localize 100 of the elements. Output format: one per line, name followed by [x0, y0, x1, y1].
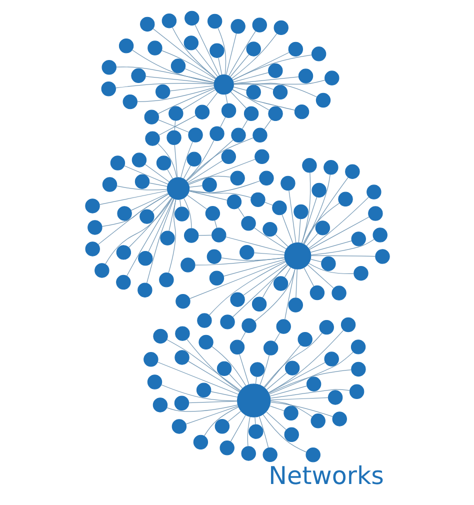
node-circle	[152, 328, 168, 344]
node-circle	[239, 244, 254, 260]
node-circle	[323, 160, 338, 175]
node-circle	[318, 320, 334, 335]
connector	[131, 50, 214, 84]
connector	[268, 369, 352, 394]
node-circle	[122, 94, 137, 110]
node-circle	[320, 256, 336, 272]
connector	[188, 190, 251, 198]
connector	[269, 386, 307, 396]
connector	[101, 194, 168, 227]
node-circle	[243, 106, 258, 121]
node-circle	[250, 192, 265, 208]
connector	[284, 268, 295, 320]
connector	[269, 389, 350, 398]
node-circle	[180, 258, 195, 272]
node-circle	[251, 296, 266, 312]
node-circle	[283, 406, 298, 420]
node-circle	[174, 326, 190, 341]
node-circle	[184, 10, 199, 26]
node-circle	[293, 204, 308, 220]
connector	[281, 214, 293, 244]
connector	[168, 199, 176, 274]
connector	[264, 344, 300, 388]
connector	[218, 57, 222, 76]
node-circle	[102, 177, 117, 192]
node-circle	[310, 414, 325, 428]
connector	[116, 186, 168, 190]
node-circle	[183, 36, 198, 50]
node-circle	[116, 245, 131, 260]
node-circle	[284, 427, 298, 442]
connector	[186, 338, 240, 392]
node-circle	[324, 70, 339, 86]
connector	[259, 354, 270, 386]
node-circle	[188, 128, 202, 142]
connector	[232, 83, 274, 90]
node-circle	[174, 350, 189, 365]
connector	[172, 27, 216, 79]
node-circle	[350, 362, 366, 377]
node-circle	[297, 332, 312, 347]
connector	[157, 119, 189, 133]
connector	[232, 72, 268, 82]
connector	[310, 238, 374, 256]
node-circle	[206, 249, 222, 264]
node-circle	[311, 182, 326, 198]
connector	[254, 416, 256, 425]
connector	[258, 416, 268, 448]
node-circle	[160, 230, 174, 246]
node-circle	[276, 319, 290, 334]
connector	[174, 120, 176, 131]
node-circle	[294, 104, 309, 120]
node-circle	[249, 362, 264, 377]
node-circle	[324, 352, 338, 366]
connector	[253, 252, 284, 256]
node-circle	[305, 448, 320, 462]
connector	[303, 267, 314, 287]
connector	[194, 257, 284, 266]
node-circle	[168, 106, 183, 121]
node-circle	[130, 68, 146, 84]
node-circle	[220, 103, 236, 118]
connector	[310, 255, 376, 257]
connector	[302, 202, 340, 244]
node-circle	[220, 314, 234, 330]
node-circle	[344, 164, 360, 179]
node-circle	[84, 242, 100, 256]
diagram-title: Networks	[268, 461, 384, 490]
node-circle	[272, 200, 286, 216]
node-circle	[288, 42, 303, 57]
node-circle	[254, 149, 269, 164]
connector	[225, 32, 236, 76]
connector	[206, 92, 218, 107]
connector	[308, 263, 354, 274]
node-circle	[206, 14, 222, 29]
connector	[230, 92, 246, 109]
node-circle	[340, 317, 356, 332]
connector	[182, 198, 192, 229]
connector	[181, 89, 216, 110]
connector	[306, 232, 318, 246]
connector	[210, 391, 238, 398]
node-circle	[84, 198, 100, 214]
connector	[114, 83, 214, 88]
connector	[265, 411, 286, 430]
node-circle	[298, 68, 313, 84]
node-circle	[350, 340, 366, 354]
connector	[148, 198, 174, 252]
node-circle	[209, 43, 224, 58]
connector	[225, 236, 285, 253]
connector	[274, 332, 280, 342]
node-circle	[302, 158, 316, 173]
connector	[232, 76, 299, 84]
node-circle	[353, 266, 368, 281]
connector	[169, 85, 214, 92]
connector	[308, 216, 369, 250]
connector	[146, 198, 174, 284]
connector	[242, 263, 287, 296]
connector	[144, 164, 169, 182]
node-circle	[154, 84, 170, 100]
node-circle	[331, 286, 346, 300]
node-circle	[262, 447, 277, 462]
connector	[156, 362, 238, 395]
